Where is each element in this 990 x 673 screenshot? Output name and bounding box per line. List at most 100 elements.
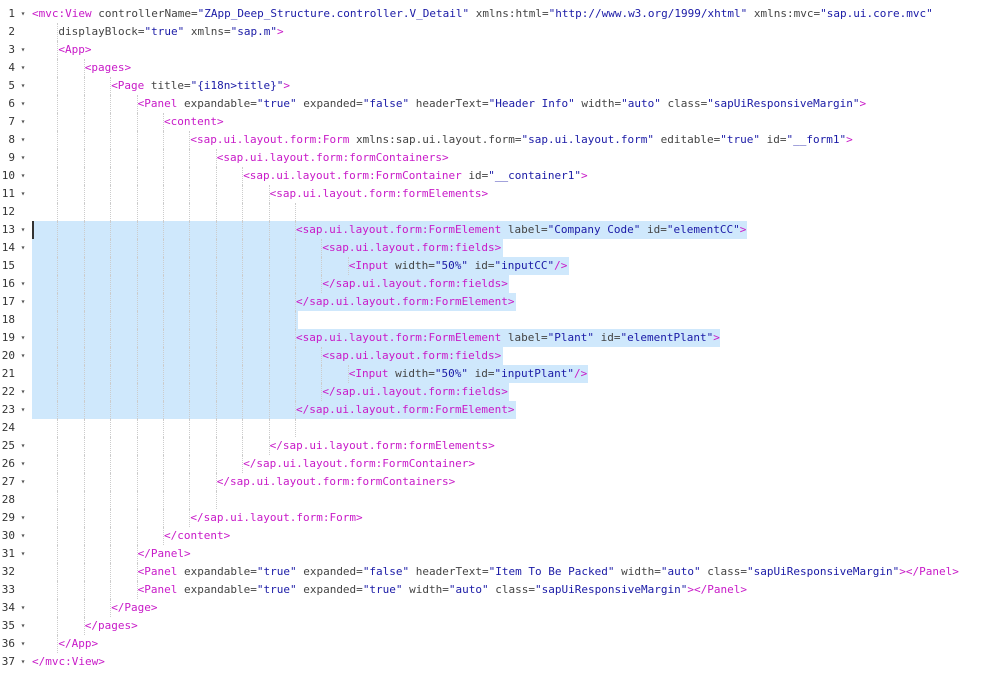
fold-arrow-icon[interactable]: ▾ <box>20 477 26 486</box>
code-line[interactable]: 5▾<Page title="{i18n>title}"> <box>0 77 990 95</box>
code-line[interactable]: 19▾<sap.ui.layout.form:FormElement label… <box>0 329 990 347</box>
fold-arrow-icon[interactable]: ▾ <box>20 99 26 108</box>
selection-highlight <box>32 365 589 383</box>
code-line[interactable]: 8▾<sap.ui.layout.form:Form xmlns:sap.ui.… <box>0 131 990 149</box>
code-line[interactable]: 35▾</pages> <box>0 617 990 635</box>
indent-guide <box>347 365 349 383</box>
fold-arrow-icon[interactable]: ▾ <box>20 279 26 288</box>
code-line[interactable]: 16▾</sap.ui.layout.form:fields> <box>0 275 990 293</box>
code-line[interactable]: 30▾</content> <box>0 527 990 545</box>
fold-arrow-icon[interactable]: ▾ <box>20 639 26 648</box>
indent-guide <box>110 401 112 419</box>
fold-arrow-icon[interactable]: ▾ <box>20 657 26 666</box>
indent-guide <box>83 149 85 167</box>
fold-arrow-icon[interactable]: ▾ <box>20 297 26 306</box>
code-line[interactable]: 6▾<Panel expandable="true" expanded="fal… <box>0 95 990 113</box>
code-line[interactable]: 25▾</sap.ui.layout.form:formElements> <box>0 437 990 455</box>
indent-guide <box>83 221 85 239</box>
fold-arrow-icon[interactable]: ▾ <box>20 621 26 630</box>
code-line[interactable]: 18 <box>0 311 990 329</box>
fold-arrow-icon[interactable]: ▾ <box>20 117 26 126</box>
fold-arrow-icon[interactable]: ▾ <box>20 387 26 396</box>
fold-arrow-icon[interactable]: ▾ <box>20 9 26 18</box>
code-token-str: "50%" <box>434 367 469 380</box>
indent-guide <box>136 293 138 311</box>
line-number: 15 <box>1 259 15 272</box>
code-line[interactable]: 13▾<sap.ui.layout.form:FormElement label… <box>0 221 990 239</box>
indent-guide <box>83 401 85 419</box>
fold-arrow-icon[interactable]: ▾ <box>20 333 26 342</box>
code-line[interactable]: 26▾</sap.ui.layout.form:FormContainer> <box>0 455 990 473</box>
line-number: 6 <box>8 97 15 110</box>
indent-guide <box>268 401 270 419</box>
indent-guide <box>136 473 138 491</box>
code-line[interactable]: 22▾</sap.ui.layout.form:fields> <box>0 383 990 401</box>
fold-arrow-icon[interactable]: ▾ <box>20 531 26 540</box>
code-token-str: "Header Info" <box>488 97 575 110</box>
code-line[interactable]: 10▾<sap.ui.layout.form:FormContainer id=… <box>0 167 990 185</box>
fold-arrow-icon[interactable]: ▾ <box>20 225 26 234</box>
code-token-attr: id= <box>759 133 787 146</box>
fold-arrow-icon[interactable]: ▾ <box>20 171 26 180</box>
code-token-attr: class= <box>700 565 747 578</box>
selection-highlight <box>32 329 721 347</box>
indent-guide <box>163 455 164 473</box>
fold-arrow-icon[interactable]: ▾ <box>20 135 26 144</box>
indent-guide <box>268 365 270 383</box>
indent-guide <box>110 383 112 401</box>
code-line[interactable]: 23▾</sap.ui.layout.form:FormElement> <box>0 401 990 419</box>
code-line[interactable]: 12 <box>0 203 990 221</box>
indent-guide <box>110 437 112 455</box>
indent-guide <box>57 203 59 221</box>
code-line[interactable]: 3▾<App> <box>0 41 990 59</box>
code-line[interactable]: 9▾<sap.ui.layout.form:formContainers> <box>0 149 990 167</box>
code-line[interactable]: 17▾</sap.ui.layout.form:FormElement> <box>0 293 990 311</box>
code-line[interactable]: 11▾<sap.ui.layout.form:formElements> <box>0 185 990 203</box>
code-token-tag: <Input <box>348 367 389 380</box>
code-line[interactable]: 37▾</mvc:View> <box>0 653 990 671</box>
code-line[interactable]: 4▾<pages> <box>0 59 990 77</box>
code-line[interactable]: 28 <box>0 491 990 509</box>
code-line[interactable]: 15<Input width="50%" id="inputCC"/> <box>0 257 990 275</box>
code-line[interactable]: 20▾<sap.ui.layout.form:fields> <box>0 347 990 365</box>
code-line[interactable]: 29▾</sap.ui.layout.form:Form> <box>0 509 990 527</box>
indent-guide <box>83 617 85 635</box>
code-token-str: "sap.ui.layout.form" <box>521 133 654 146</box>
fold-arrow-icon[interactable]: ▾ <box>20 441 26 450</box>
fold-arrow-icon[interactable]: ▾ <box>20 603 26 612</box>
fold-arrow-icon[interactable]: ▾ <box>20 549 26 558</box>
code-line[interactable]: 36▾</App> <box>0 635 990 653</box>
fold-arrow-icon[interactable]: ▾ <box>20 81 26 90</box>
indent-guide <box>295 239 296 257</box>
code-line[interactable]: 34▾</Page> <box>0 599 990 617</box>
code-line[interactable]: 27▾</sap.ui.layout.form:formContainers> <box>0 473 990 491</box>
code-line[interactable]: 32<Panel expandable="true" expanded="fal… <box>0 563 990 581</box>
code-line[interactable]: 1▾<mvc:View controllerName="ZApp_Deep_St… <box>0 5 990 23</box>
fold-arrow-icon[interactable]: ▾ <box>20 45 26 54</box>
code-line[interactable]: 31▾</Panel> <box>0 545 990 563</box>
code-line[interactable]: 21<Input width="50%" id="inputPlant"/> <box>0 365 990 383</box>
fold-arrow-icon[interactable]: ▾ <box>20 513 26 522</box>
code-line[interactable]: 24 <box>0 419 990 437</box>
indent-guide <box>57 455 59 473</box>
code-text: <sap.ui.layout.form:Form xmlns:sap.ui.la… <box>190 131 852 149</box>
indent-guide <box>242 275 244 293</box>
code-token-tag: </Panel> <box>137 547 191 560</box>
code-token-attr: title= <box>144 79 191 92</box>
code-line[interactable]: 14▾<sap.ui.layout.form:fields> <box>0 239 990 257</box>
code-line[interactable]: 33<Panel expandable="true" expanded="tru… <box>0 581 990 599</box>
fold-arrow-icon[interactable]: ▾ <box>20 153 26 162</box>
fold-arrow-icon[interactable]: ▾ <box>20 405 26 414</box>
indent-guide <box>295 419 296 437</box>
fold-arrow-icon[interactable]: ▾ <box>20 189 26 198</box>
fold-arrow-icon[interactable]: ▾ <box>20 459 26 468</box>
fold-arrow-icon[interactable]: ▾ <box>20 243 26 252</box>
fold-arrow-icon[interactable]: ▾ <box>20 63 26 72</box>
code-line[interactable]: 7▾<content> <box>0 113 990 131</box>
indent-guide <box>83 527 85 545</box>
indent-guide <box>136 491 138 509</box>
indent-guide <box>189 455 191 473</box>
fold-arrow-icon[interactable]: ▾ <box>20 351 26 360</box>
